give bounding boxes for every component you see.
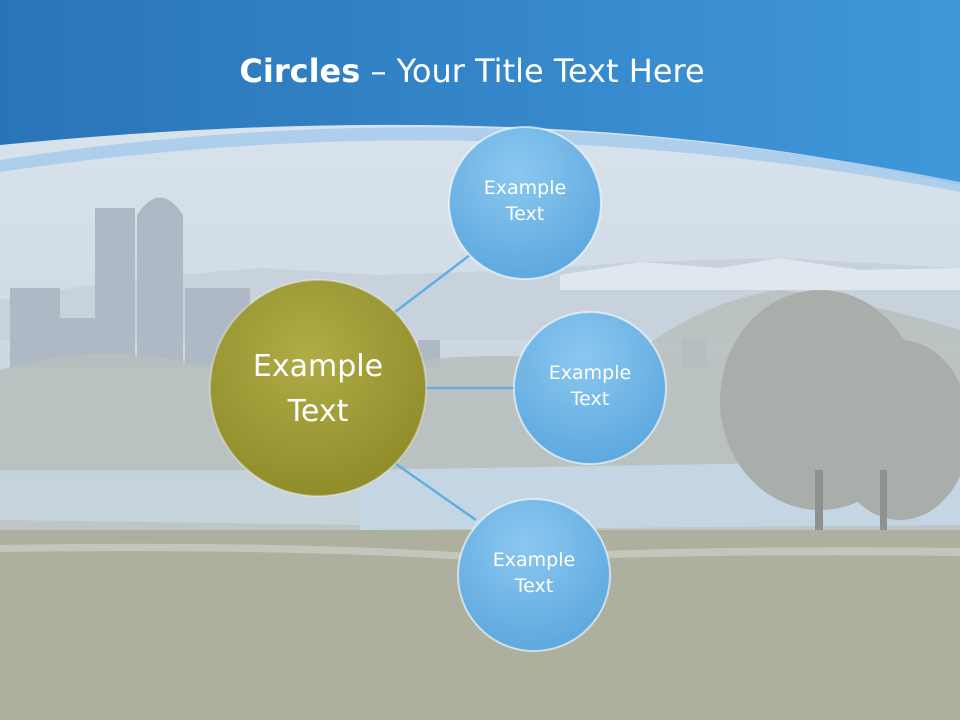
node-label-bottom: Example Text: [464, 548, 604, 599]
hub-circle: [209, 279, 427, 497]
node-label-bottom-line2: Text: [514, 574, 554, 597]
node-label-top: Example Text: [455, 176, 595, 227]
header-band: [0, 0, 960, 185]
connectors: [394, 254, 514, 522]
title-bold: Circles: [239, 52, 361, 90]
snow-caps: [560, 258, 960, 290]
connector-bottom: [395, 462, 477, 522]
node-label-top-line1: Example: [483, 177, 567, 199]
title-dash: –: [360, 52, 397, 90]
node-label-middle-line1: Example: [548, 362, 632, 384]
connector-top: [394, 254, 471, 313]
hub-label-line1: Example: [252, 349, 384, 384]
path: [0, 543, 960, 562]
node-circle-bottom: [457, 498, 611, 652]
node-circle-middle: [513, 311, 667, 465]
hub-label-line2: Text: [287, 394, 349, 429]
slide-title: Circles – Your Title Text Here: [0, 52, 944, 90]
node-label-top-line2: Text: [505, 202, 545, 225]
header-swoosh: [0, 127, 960, 192]
node-circle-top: [448, 126, 602, 280]
node-label-middle-line2: Text: [570, 387, 610, 410]
title-rest: Your Title Text Here: [396, 52, 705, 90]
node-label-middle: Example Text: [520, 361, 660, 412]
trees-right: [720, 290, 960, 560]
node-label-bottom-line1: Example: [492, 549, 576, 571]
hub-label: Example Text: [218, 344, 418, 434]
